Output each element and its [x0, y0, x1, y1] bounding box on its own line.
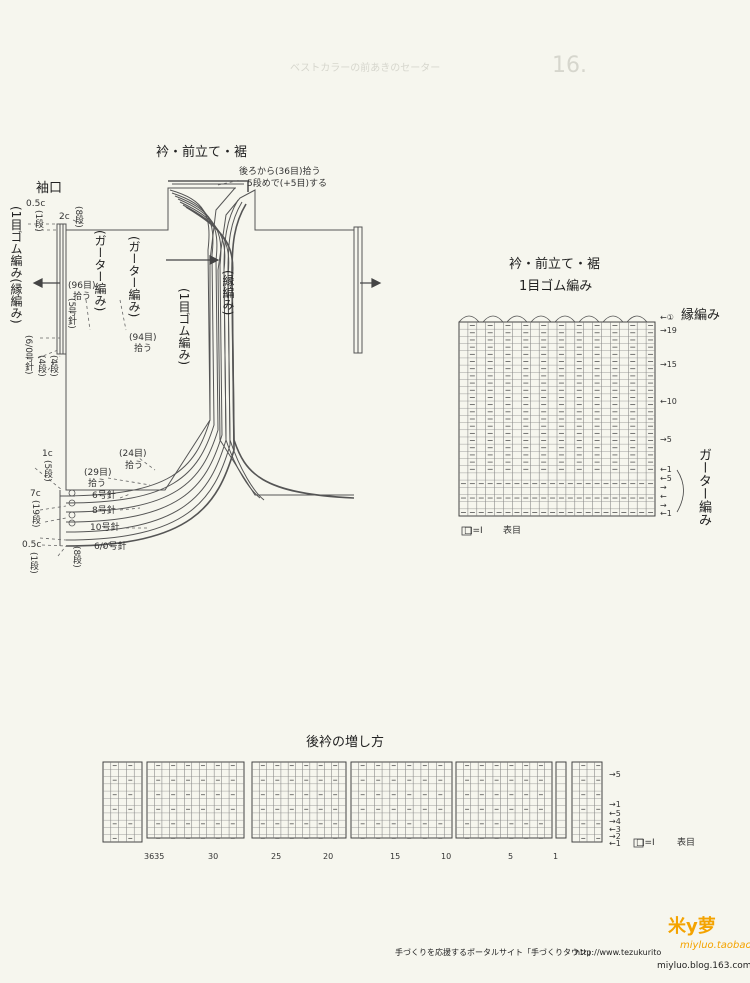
hem-05c: 0.5c	[22, 540, 42, 550]
legend-box	[633, 838, 644, 848]
footer-logo: 米у萝	[668, 916, 716, 937]
pick-96: (96目)	[68, 281, 96, 291]
chart2-row-5: →2	[609, 832, 621, 841]
front-rib: (1目ゴム編み)	[177, 288, 191, 365]
chart2-col-6: 5	[508, 852, 514, 861]
chart1-row-0: ←①	[660, 313, 674, 322]
footer-url: http://www.tezukurito	[575, 948, 662, 957]
chart1-row-8: ←	[660, 492, 667, 501]
edging-loop	[626, 315, 648, 323]
chart2-col-5: 10	[441, 852, 452, 861]
cuff-depth: 0.5c	[26, 199, 46, 209]
needle-10: 10号針	[90, 523, 120, 533]
footer-logo-sub: miyluo.taobao	[680, 940, 750, 951]
chart1-edge-label: 縁編み	[681, 308, 721, 323]
chart1-row-2: →15	[660, 360, 677, 369]
chart2-row-3: →4	[609, 817, 621, 826]
hem-8rows: (8段)	[71, 546, 81, 568]
edging-loop	[554, 315, 576, 323]
chart2-legend-text: 表目	[677, 838, 696, 848]
cuff-rib-edge: (1目ゴム編み(縁編み)	[9, 206, 23, 324]
front-edge: (縁編み)	[221, 270, 235, 316]
chart2-segment	[251, 761, 347, 839]
chart1-row-5: ←1	[660, 465, 672, 474]
needle-60-left: (6/0号針)	[23, 335, 33, 375]
chart1-row-7: →	[660, 483, 667, 492]
chart2-col-7: 1	[553, 852, 559, 861]
pick-94-b: 拾う	[134, 344, 153, 354]
needle-60: 6/0号針	[94, 542, 127, 552]
chart1-row-3: ←10	[660, 397, 677, 406]
edging-loop	[458, 315, 480, 323]
pick-94: (94目)	[129, 333, 157, 343]
chart2-row-1: →1	[609, 800, 621, 809]
chart1-legend-text: 表目	[503, 526, 522, 536]
chart2-legend-symbol: □=Ⅰ	[636, 838, 655, 848]
pick-96-b: 拾う	[73, 292, 92, 302]
chart2-row-2: ←5	[609, 809, 621, 818]
pickup-note-1: 後ろから(36目)拾う	[239, 167, 321, 177]
cuff-rows-8: (8段)	[73, 206, 83, 228]
edging-loop	[482, 315, 504, 323]
hem-19rows: (19段)	[30, 500, 40, 528]
chart1-garter-label: ガーター編み	[696, 448, 711, 526]
cuff-rows-1: (1段)	[33, 210, 43, 232]
chart2-col-3: 20	[323, 852, 334, 861]
chart2-row-0: →5	[609, 770, 621, 779]
chart1-row-10: ←1	[660, 509, 672, 518]
chart2-row-4: ←3	[609, 825, 621, 834]
hem-1c: 1c	[42, 449, 53, 459]
edging-loop	[530, 315, 552, 323]
edging-loop	[578, 315, 600, 323]
ghost-issue: 16.	[552, 53, 587, 78]
legend-box	[461, 526, 472, 536]
chart1-row-1: →19	[660, 326, 677, 335]
chart2-segment	[555, 761, 567, 839]
hem-5rows: (5段)	[42, 460, 52, 482]
edging-loop	[602, 315, 624, 323]
chart2-col-2: 25	[271, 852, 282, 861]
chart2-col-1: 30	[208, 852, 219, 861]
hem-1row: (1段)	[28, 552, 38, 574]
chart1-row-4: →5	[660, 435, 672, 444]
chart1-subtitle: 1目ゴム編み	[519, 279, 593, 294]
chart2-title: 後衿の増し方	[306, 735, 385, 750]
sleeve-cuff-label: 袖口	[36, 181, 63, 196]
sleeve-garter: (ガーター編み)	[93, 230, 107, 312]
pick-29-b: 拾う	[88, 479, 107, 489]
chart2-row-6: ←1	[609, 839, 621, 848]
chart2-col-4: 15	[390, 852, 401, 861]
garter-brace	[676, 469, 684, 513]
chart2-col-0: 3635	[144, 852, 165, 861]
footer-portal: 手づくりを応援するポータルサイト「手づくりタウン」	[395, 948, 595, 957]
pickup-note-2: 5段めで(+5目)する	[247, 179, 328, 189]
rows-4b: (4段)	[48, 355, 58, 377]
chart1-title: 衿・前立て・裾	[509, 257, 601, 272]
cuff-width: 2c	[59, 212, 70, 222]
pick-29: (29目)	[84, 468, 112, 478]
chart2-segment	[102, 761, 143, 843]
pick-24: (24目)	[119, 449, 147, 459]
chart1-legend-symbol: □=Ⅰ	[464, 526, 483, 536]
chart2-segment	[146, 761, 245, 839]
pick-24-b: 拾う	[125, 461, 144, 471]
ghost-heading: ベストカラーの前あきのセーター	[290, 63, 441, 74]
rows-4a: (4段)	[36, 355, 46, 377]
footer-blog: miyluo.blog.163.com	[657, 961, 750, 971]
needle-8: 8号針	[92, 506, 116, 516]
needle-6: 6号針	[92, 491, 116, 501]
front-garter: (ガーター編み)	[127, 236, 141, 318]
chart1-row-9: →	[660, 501, 667, 510]
chart1-row-6: ←5	[660, 474, 672, 483]
edging-loop	[506, 315, 528, 323]
right-front-outline	[217, 189, 354, 496]
chart2-segment	[455, 761, 553, 839]
collar-title: 衿・前立て・裾	[156, 145, 248, 160]
hem-7c: 7c	[30, 489, 41, 499]
chart2-segment	[350, 761, 453, 839]
needle-5: (5号針)	[66, 298, 76, 329]
